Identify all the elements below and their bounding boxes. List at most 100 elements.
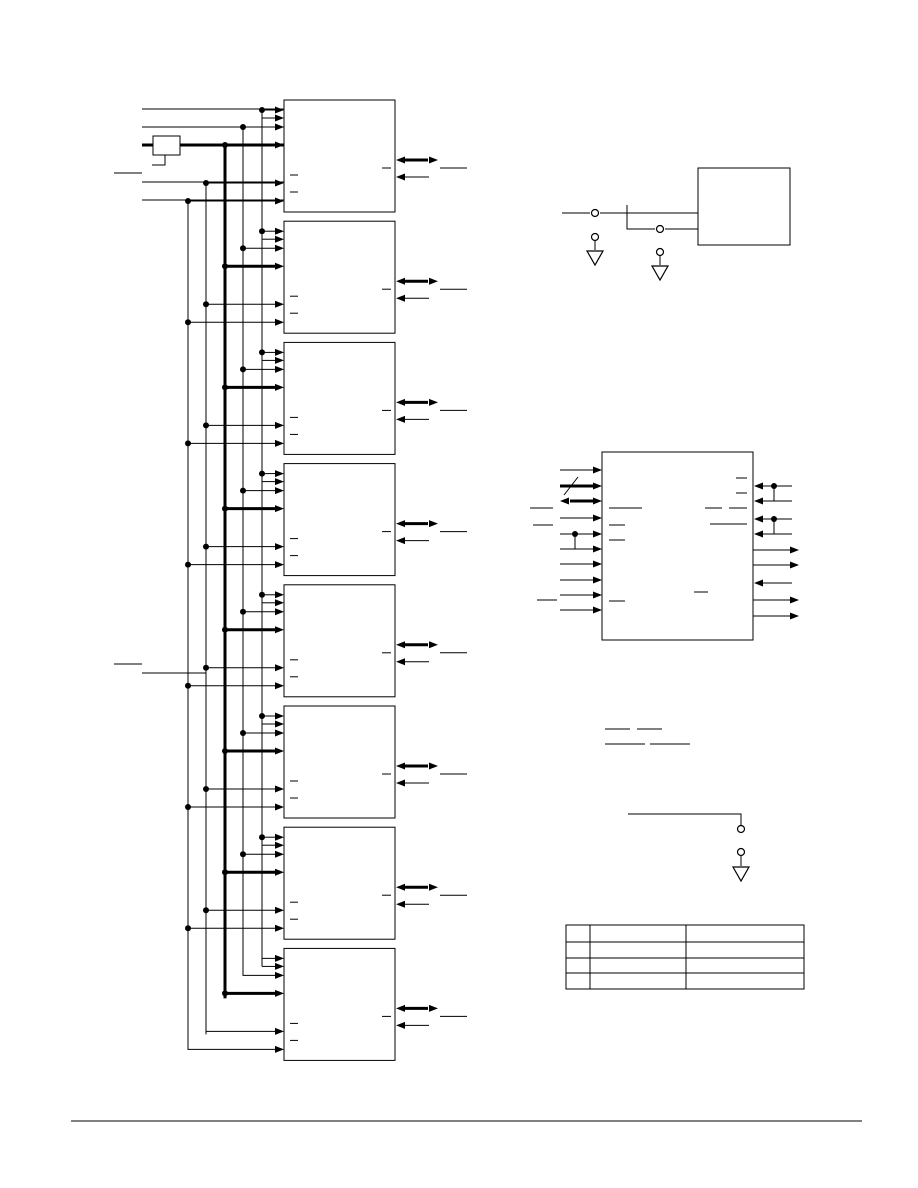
output-arrow xyxy=(396,1021,405,1029)
input-arrow xyxy=(593,576,602,584)
bus-slash xyxy=(563,476,579,496)
input-arrow xyxy=(275,141,284,149)
junction-dot xyxy=(222,505,228,512)
junction-dot xyxy=(203,422,209,429)
output-arrow xyxy=(396,537,405,545)
truth-table xyxy=(565,924,805,990)
junction-dot xyxy=(259,834,265,841)
bus-arrow-left xyxy=(560,497,569,505)
junction-dot xyxy=(222,748,228,754)
memory-module xyxy=(283,705,396,819)
junction-dot xyxy=(222,384,228,391)
output-arrow xyxy=(396,415,405,423)
input-arrow xyxy=(275,348,284,356)
input-arrow xyxy=(275,924,284,932)
chip-pinout-diagram xyxy=(530,451,799,745)
output-arrow xyxy=(396,658,405,666)
switch-contact xyxy=(655,247,665,257)
switch-contact xyxy=(590,208,600,218)
input-arrow xyxy=(275,197,284,205)
input-arrow xyxy=(275,179,284,187)
controller-chip xyxy=(601,451,754,641)
output-arrow xyxy=(396,900,405,908)
memory-bank-diagram xyxy=(114,99,467,1061)
output-arrow xyxy=(790,596,799,604)
junction-dot xyxy=(222,142,228,148)
switch-contact xyxy=(736,847,746,857)
input-arrow xyxy=(593,560,602,568)
input-arrow xyxy=(275,356,284,364)
memory-module xyxy=(283,947,396,1061)
bus-arrow-right xyxy=(593,497,602,505)
tie-wire xyxy=(763,486,775,502)
strap-block xyxy=(697,167,791,246)
input-arrow xyxy=(275,599,284,607)
junction-dot xyxy=(259,228,265,235)
junction-dot xyxy=(203,543,209,550)
input-arrow xyxy=(275,591,284,599)
input-arrow xyxy=(275,421,284,429)
io-arrow-right xyxy=(429,520,438,528)
input-arrow xyxy=(275,712,284,720)
junction-dot xyxy=(222,263,228,270)
input-arrow xyxy=(275,954,284,962)
junction-dot xyxy=(240,608,246,615)
junction-dot xyxy=(203,301,209,308)
input-arrow xyxy=(275,561,284,569)
io-arrow-right xyxy=(429,156,438,164)
input-arrow xyxy=(275,720,284,728)
junction-dot xyxy=(185,198,191,204)
input-arrow xyxy=(275,664,284,672)
output-arrow xyxy=(396,294,405,302)
tie-wire xyxy=(763,519,775,535)
junction-dot xyxy=(203,664,209,671)
output-arrow xyxy=(790,546,799,554)
input-arrow xyxy=(275,470,284,478)
module-input xyxy=(187,1041,276,1050)
decoder-block xyxy=(152,135,181,156)
input-arrow xyxy=(275,989,284,997)
detail-wire xyxy=(628,813,742,825)
input-arrow xyxy=(275,608,284,616)
junction-dot xyxy=(203,907,209,914)
memory-module xyxy=(283,584,396,698)
memory-module xyxy=(283,99,396,213)
ground-symbol xyxy=(731,866,751,883)
junction-dot xyxy=(259,107,265,113)
module-input xyxy=(261,950,276,959)
memory-module xyxy=(283,341,396,455)
junction-dot xyxy=(222,869,228,876)
output-arrow xyxy=(790,561,799,569)
junction-dot xyxy=(259,591,265,598)
io-arrow-left xyxy=(396,277,405,285)
junction-dot xyxy=(185,319,191,326)
io-arrow-left xyxy=(396,762,405,770)
input-arrow xyxy=(593,482,602,490)
io-arrow-right xyxy=(429,398,438,406)
input-arrow xyxy=(275,262,284,270)
input-arrow xyxy=(275,1027,284,1035)
junction-dot xyxy=(259,470,265,477)
input-arrow xyxy=(754,497,763,505)
strap-wire xyxy=(626,205,655,230)
input-arrow xyxy=(275,626,284,634)
junction-dot xyxy=(222,626,228,633)
input-arrow xyxy=(275,505,284,513)
input-arrow xyxy=(754,515,763,523)
switch-contact xyxy=(655,224,665,234)
input-arrow xyxy=(275,123,284,131)
junction-dot xyxy=(222,990,228,997)
decoder-output xyxy=(152,155,166,166)
input-arrow xyxy=(275,383,284,391)
switch-contact xyxy=(736,824,746,834)
input-arrow xyxy=(275,318,284,326)
ground-symbol xyxy=(585,250,605,267)
memory-module xyxy=(283,826,396,940)
junction-dot xyxy=(240,366,246,373)
io-arrow-left xyxy=(396,883,405,891)
junction-dot xyxy=(240,245,246,252)
input-arrow xyxy=(275,114,284,122)
input-arrow xyxy=(593,530,602,538)
io-arrow-left xyxy=(396,1004,405,1012)
